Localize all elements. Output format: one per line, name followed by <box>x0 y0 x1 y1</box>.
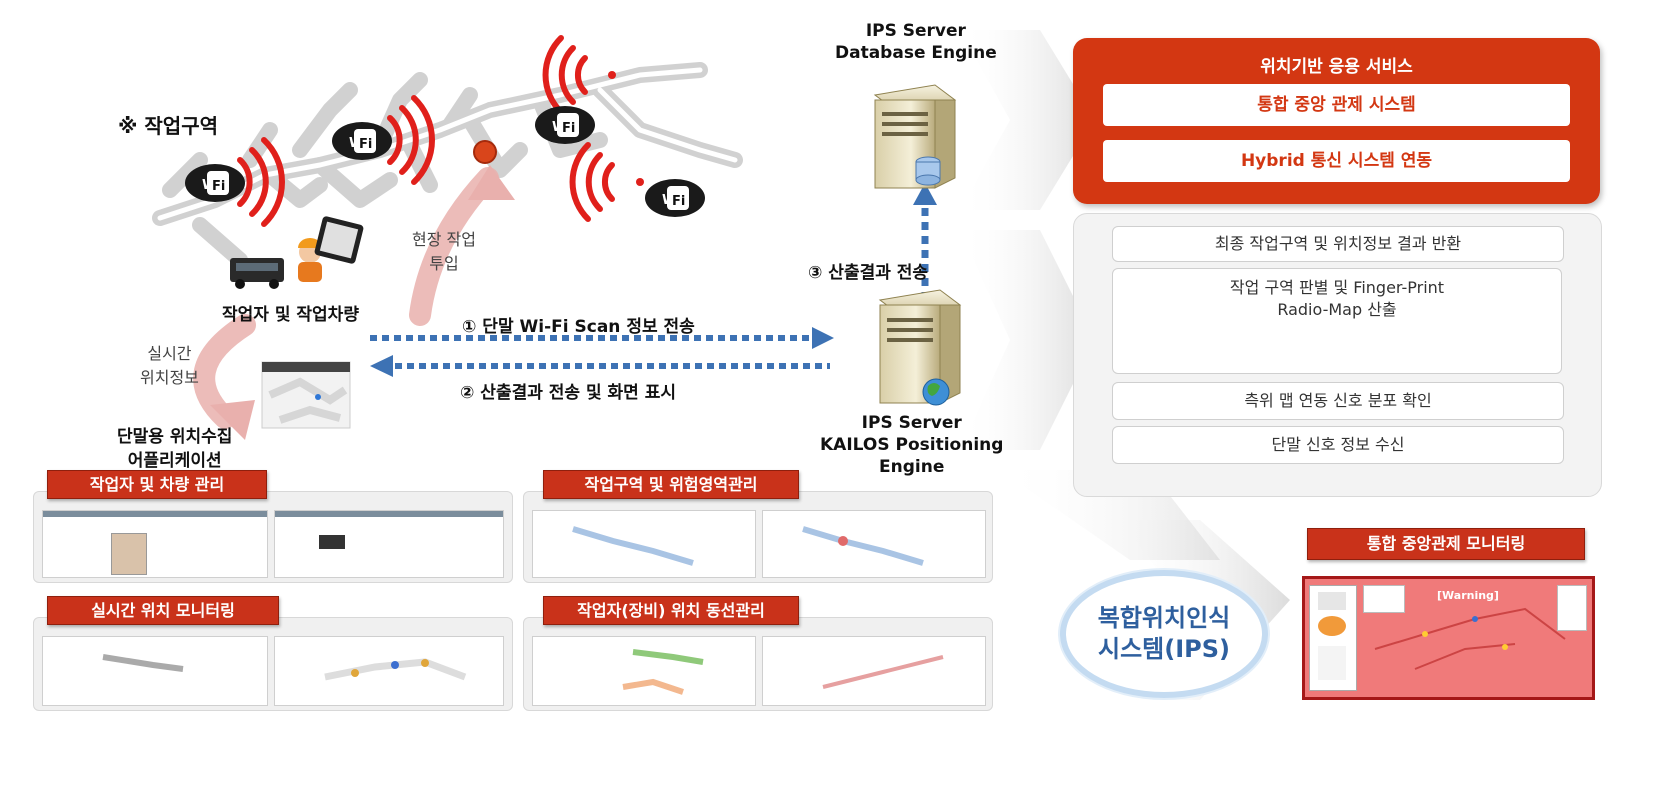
screen-thumbnail <box>42 510 268 578</box>
tag-work-area: 작업구역 및 위험영역관리 <box>543 470 799 499</box>
monitor-warning-text: [Warning] <box>1437 589 1499 602</box>
wifi-logo-icon: Wi Fi <box>185 164 245 202</box>
tablet-icon <box>314 216 364 264</box>
app-label: 단말용 위치수집 어플리케이션 <box>117 427 233 471</box>
svg-text:Wi: Wi <box>202 178 221 193</box>
screen-thumbnail <box>762 510 986 578</box>
svg-text:Wi: Wi <box>552 120 571 135</box>
svg-text:Wi: Wi <box>349 136 368 151</box>
step3-label: ③ 산출결과 전송 <box>808 263 929 283</box>
process-step-result: 최종 작업구역 및 위치정보 결과 반환 <box>1112 226 1564 262</box>
truck-icon <box>230 258 284 289</box>
process-panel: 최종 작업구역 및 위치정보 결과 반환 작업 구역 판별 및 Finger-P… <box>1073 213 1602 497</box>
screen-panel-work-area <box>523 491 993 583</box>
svg-text:Fi: Fi <box>212 179 225 194</box>
db-engine-label: IPS Server Database Engine <box>835 21 997 63</box>
process-step-fingerprint: 작업 구역 판별 및 Finger-Print Radio-Map 산출 <box>1112 268 1562 374</box>
monitor-route-map <box>1374 607 1566 670</box>
screen-thumbnail <box>274 510 504 578</box>
wifi-logo-icon: Wi Fi <box>332 122 392 160</box>
ips-system-badge: 복합위치인식 시스템(IPS) <box>1060 570 1268 698</box>
tag-worker-vehicle: 작업자 및 차량 관리 <box>47 470 267 499</box>
app-phone-screenshot <box>261 361 351 429</box>
ips-system-label: 복합위치인식 시스템(IPS) <box>1097 603 1231 663</box>
screen-thumbnail <box>532 636 756 706</box>
monitor-sidebar <box>1309 585 1357 691</box>
work-position-dot <box>473 140 497 164</box>
screen-thumbnail <box>42 636 268 706</box>
work-area-title: ※ 작업구역 <box>118 114 219 138</box>
svg-text:Fi: Fi <box>672 194 685 209</box>
location-service-panel: 위치기반 응용 서비스 통합 중앙 관제 시스템 Hybrid 통신 시스템 연… <box>1073 38 1600 204</box>
step2-label: ② 산출결과 전송 및 화면 표시 <box>460 383 677 403</box>
service-panel-title: 위치기반 응용 서비스 <box>1260 57 1413 77</box>
wifi-logo-icon: Wi Fi <box>645 179 705 217</box>
realtime-position-label: 실시간 위치정보 <box>140 344 199 387</box>
svg-text:Fi: Fi <box>562 121 575 136</box>
screen-thumbnail <box>274 636 504 706</box>
process-step-map-signal: 측위 맵 연동 신호 분포 확인 <box>1112 382 1564 420</box>
service-item-central-control: 통합 중앙 관제 시스템 <box>1103 84 1570 126</box>
wifi-logo-icon: Wi Fi <box>535 106 595 144</box>
tag-realtime: 실시간 위치 모니터링 <box>47 596 279 625</box>
screen-panel-worker-vehicle <box>33 491 513 583</box>
wifi-signal-arcs <box>237 35 615 227</box>
worker-icon <box>298 238 322 282</box>
tag-central-monitoring: 통합 중앙관제 모니터링 <box>1307 528 1585 560</box>
positioning-server-icon <box>878 289 962 406</box>
screen-panel-route <box>523 617 993 711</box>
screen-thumbnail <box>762 636 986 706</box>
central-monitoring-screen: [Warning] <box>1302 576 1595 700</box>
chevron-arrow-top <box>960 30 1095 210</box>
worker-vehicle-label: 작업자 및 작업차량 <box>222 305 359 325</box>
screen-thumbnail <box>532 510 756 578</box>
tag-route: 작업자(장비) 위치 동선관리 <box>543 596 799 625</box>
positioning-engine-label: IPS Server KAILOS Positioning Engine <box>820 413 1004 477</box>
service-item-hybrid: Hybrid 통신 시스템 연동 <box>1103 140 1570 182</box>
svg-text:Fi: Fi <box>359 137 372 152</box>
onsite-deploy-label: 현장 작업 투입 <box>412 230 476 273</box>
step1-label: ① 단말 Wi-Fi Scan 정보 전송 <box>462 317 695 337</box>
svg-text:Wi: Wi <box>662 193 681 208</box>
screen-panel-realtime <box>33 617 513 711</box>
database-server-icon <box>873 84 957 189</box>
chevron-arrow-middle <box>960 230 1095 450</box>
process-step-receive: 단말 신호 정보 수신 <box>1112 426 1564 464</box>
